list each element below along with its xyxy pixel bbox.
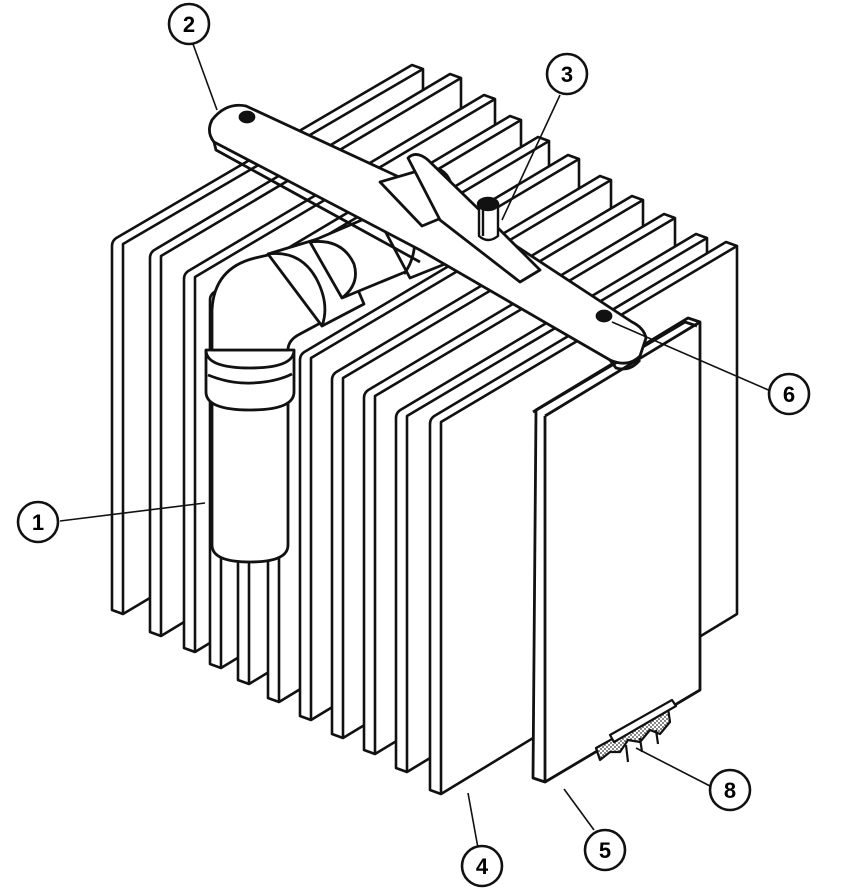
callout-4-label: 4	[476, 854, 489, 879]
callout-1: 1	[16, 500, 60, 544]
top-cross-bar	[208, 103, 648, 371]
callout-5: 5	[583, 828, 627, 872]
callout-4: 4	[460, 844, 504, 888]
bottom-clip	[594, 698, 678, 763]
callout-3-label: 3	[561, 62, 573, 87]
callout-6: 6	[767, 372, 811, 416]
callouts: 1 2 3 4 5 6 8	[16, 2, 811, 888]
callout-3: 3	[545, 52, 589, 96]
callout-8-label: 8	[724, 778, 736, 803]
callout-6-label: 6	[783, 382, 795, 407]
callout-1-label: 1	[32, 510, 44, 535]
vent-pin	[476, 196, 500, 242]
callout-5-label: 5	[599, 838, 611, 863]
callout-8: 8	[708, 768, 752, 812]
leader-lines	[59, 43, 774, 849]
callout-2: 2	[167, 2, 211, 46]
callout-2-label: 2	[183, 12, 195, 37]
